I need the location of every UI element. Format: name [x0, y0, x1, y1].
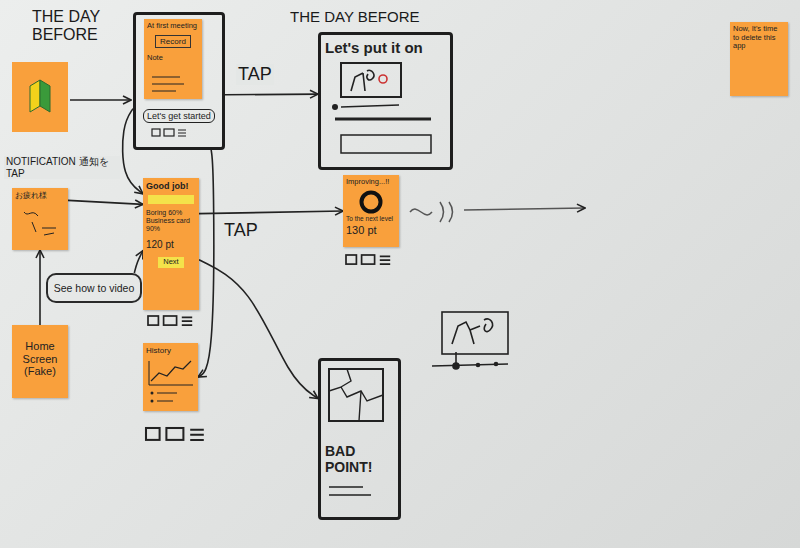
- sticky-note: Now, It's time to delete this app: [730, 22, 788, 96]
- score-points: 120 pt: [146, 239, 196, 251]
- sketch-line: [329, 487, 371, 495]
- sketch-line: [149, 361, 193, 385]
- flow-arrow: [68, 200, 143, 204]
- photo-frame: [329, 369, 383, 421]
- dot: [151, 400, 154, 403]
- button-text: Let's get started: [143, 109, 215, 123]
- photo-frame: [341, 63, 401, 97]
- note-heading: Good job!: [146, 181, 196, 191]
- node-sketch: [321, 361, 395, 523]
- flow-arrow: [199, 260, 318, 399]
- button-text: See how to video: [52, 282, 136, 294]
- button-outline: See how to video: [46, 273, 142, 303]
- sketch-line: [151, 361, 191, 381]
- score-points: 130 pt: [346, 224, 396, 237]
- button-text: Record: [155, 35, 191, 48]
- screen-frame: Let's get started At first meetingRecordN…: [133, 12, 225, 150]
- sticky-note: Good job! Boring 60% Business card 90% 120…: [143, 178, 199, 310]
- sketch-line: [335, 118, 431, 121]
- tab-icons: [346, 255, 390, 264]
- flow-arrow: [39, 250, 41, 325]
- button-outline: [341, 135, 431, 153]
- sticky-note: Home Screen (Fake): [12, 325, 68, 398]
- note-heading: Improving...!!: [346, 178, 396, 187]
- edge-label: TAP: [236, 64, 274, 85]
- note-text: Now, It's time to delete this app: [733, 25, 785, 51]
- sketch-line: [341, 105, 399, 107]
- tab-icons: [152, 129, 186, 136]
- mark: [379, 75, 387, 83]
- score-text: Boring 60% Business card 90%: [146, 209, 196, 233]
- sticky-note: お疲れ様: [12, 188, 68, 250]
- sketch-line: [24, 212, 56, 235]
- sketch-line: [157, 393, 177, 401]
- video-bar: [148, 195, 194, 204]
- button-text: Next: [158, 257, 183, 268]
- screen-title: Let's put it on: [325, 39, 446, 56]
- sticky-note: At first meetingRecordNote: [144, 19, 202, 99]
- sticky-note: Improving...!! To the next level 130 pt: [343, 175, 399, 247]
- sticky-note: History: [143, 343, 198, 411]
- sketch-line: [351, 70, 374, 91]
- section-heading: THE DAY BEFORE: [290, 8, 440, 25]
- flow-arrow: [199, 211, 343, 214]
- video-sketch: [432, 312, 508, 369]
- note-heading: History: [146, 346, 195, 355]
- tab-icons: [146, 428, 204, 440]
- screen-frame: Let's put it on: [318, 32, 453, 170]
- screen-title: BAD POINT!: [325, 443, 394, 475]
- note-heading: At first meeting: [147, 22, 199, 31]
- section-heading: THE DAY BEFORE: [32, 8, 128, 45]
- progress-ring: [362, 193, 381, 212]
- edge-label: TAP: [222, 220, 260, 241]
- note-text: Note: [147, 54, 199, 63]
- flow-arrow: [225, 93, 318, 95]
- app-icon-note: [12, 62, 68, 132]
- note-text: お疲れ様: [15, 191, 65, 200]
- note-text: To the next level: [346, 215, 396, 222]
- tab-icons: [148, 316, 192, 325]
- dot: [332, 104, 338, 110]
- wavy-arrow: [410, 202, 585, 222]
- screen-frame: BAD POINT!: [318, 358, 401, 520]
- sketch-line: [329, 369, 383, 421]
- sketch-line: [152, 77, 184, 91]
- flow-arrow: [134, 251, 143, 273]
- dot: [151, 392, 154, 395]
- note-text: Home Screen (Fake): [15, 340, 65, 378]
- icon-arrow: [70, 99, 131, 101]
- edge-label: NOTIFICATION 通知を TAP: [4, 156, 120, 179]
